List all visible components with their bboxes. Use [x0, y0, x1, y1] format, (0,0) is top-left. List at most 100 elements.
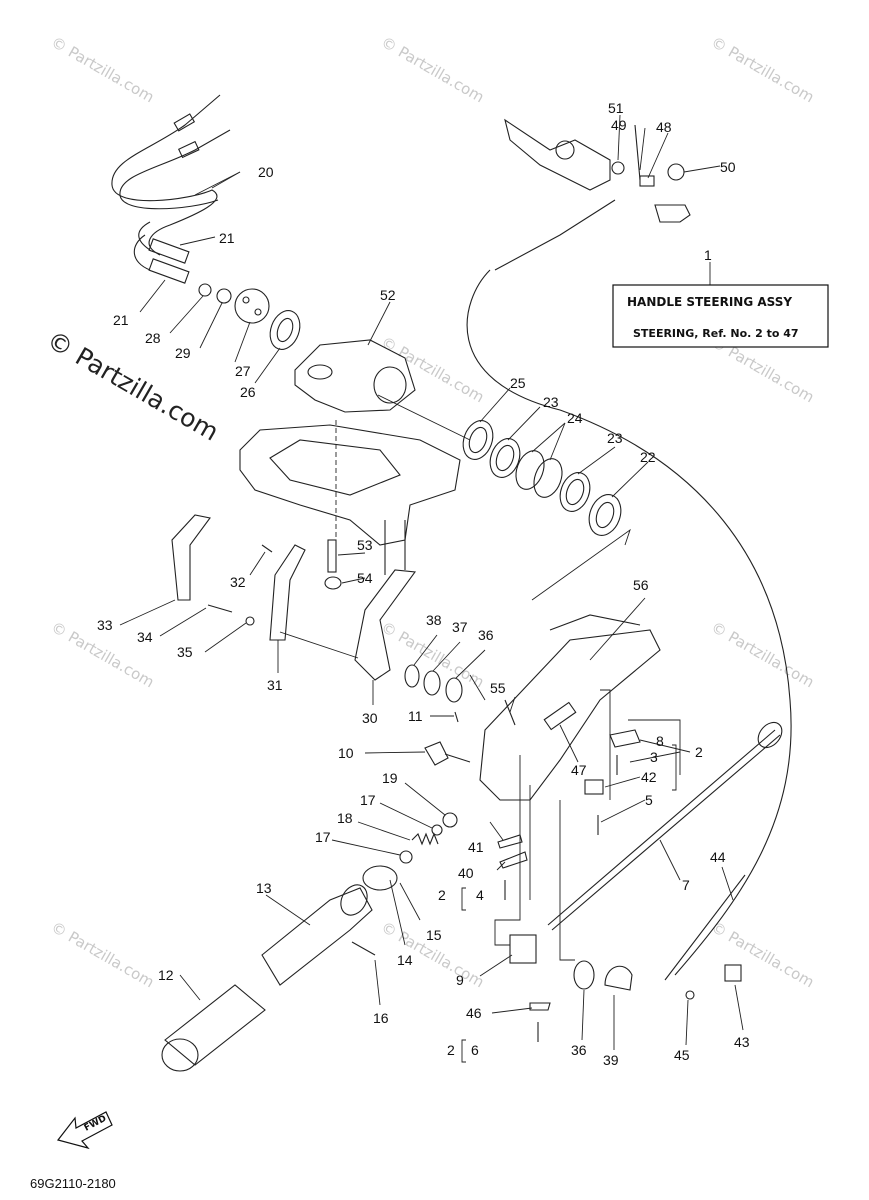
cable-7: [547, 729, 776, 926]
grommet-26-inner: [276, 317, 294, 343]
plate-46: [529, 1002, 551, 1011]
callout: 34: [137, 629, 153, 645]
callout: 21: [113, 312, 129, 328]
bolt-32: [261, 544, 273, 553]
washer-17: [431, 824, 443, 836]
label-box-subtitle: STEERING, Ref. No. 2 to 47: [633, 327, 799, 340]
callout: 27: [235, 363, 251, 379]
callout: 12: [158, 967, 174, 983]
watermark: © Partzilla.com: [48, 918, 157, 991]
callout: 25: [510, 375, 526, 391]
washer-29: [216, 288, 232, 304]
grommet-26: [269, 310, 301, 350]
callout: 14: [397, 952, 413, 968]
callout: 54: [357, 570, 373, 586]
washer-35: [245, 616, 255, 626]
watermark: © Partzilla.com: [708, 918, 817, 991]
callout: 50: [720, 159, 736, 175]
pin-11: [454, 711, 459, 723]
clip-48: [639, 175, 655, 187]
callout: 36: [571, 1042, 587, 1058]
callout: 26: [240, 384, 256, 400]
callout: 5: [645, 792, 653, 808]
assembly-label-box: HANDLE STEERING ASSY STEERING, Ref. No. …: [612, 284, 829, 348]
washer-37: [423, 670, 441, 696]
cable-7-end: [757, 721, 783, 749]
clip-43: [724, 964, 742, 982]
callout: 7: [682, 877, 690, 893]
nut-28: [198, 283, 212, 297]
callout: 47: [571, 762, 587, 778]
callout: 9: [456, 972, 464, 988]
grommet-plate-27: [234, 288, 270, 324]
washer-38: [404, 664, 420, 688]
callout: 40: [458, 865, 474, 881]
callout: 55: [490, 680, 506, 696]
pin-55: [504, 699, 516, 726]
link-pivot: [555, 140, 575, 160]
cotter-51: [634, 124, 641, 181]
callout: 2: [447, 1042, 455, 1058]
callout: 35: [177, 644, 193, 660]
shift-cable-long: [466, 269, 792, 976]
cable-loop: [133, 221, 151, 271]
watermark: © Partzilla.com: [708, 618, 817, 691]
plate-8: [609, 729, 641, 748]
callout: 23: [543, 394, 559, 410]
spring-18: [411, 832, 439, 846]
cable-7b: [551, 734, 781, 931]
washer-23b-inner: [565, 478, 585, 506]
screw-16: [351, 941, 376, 956]
callout: 36: [478, 627, 494, 643]
sleeve-end: [340, 884, 368, 916]
clamp-9: [509, 934, 537, 964]
watermark: © Partzilla.com: [48, 33, 157, 106]
callout: 42: [641, 769, 657, 785]
washer-23: [489, 438, 521, 478]
cable-44: [664, 874, 746, 981]
grip-12: [164, 984, 266, 1066]
callout: 13: [256, 880, 272, 896]
bracket-39: [604, 965, 633, 991]
shift-cable: [494, 199, 616, 271]
bushing-22: [588, 494, 622, 536]
washer-17b: [399, 850, 413, 864]
watermark-large: © Partzilla.com: [42, 325, 224, 447]
steering-handle-56: [479, 629, 661, 801]
nut-54: [324, 576, 342, 590]
washer-24: [533, 458, 563, 498]
washer-24: [515, 450, 545, 490]
callout: 29: [175, 345, 191, 361]
callout: 16: [373, 1010, 389, 1026]
watermark: © Partzilla.com: [378, 333, 487, 406]
callout: 1: [704, 247, 712, 263]
washer-25: [462, 420, 494, 460]
callout: 28: [145, 330, 161, 346]
washer-49: [611, 161, 625, 175]
callout: 44: [710, 849, 726, 865]
callout: 22: [640, 449, 656, 465]
nut-50: [667, 163, 685, 181]
clip-42: [584, 779, 604, 795]
washer-36b: [445, 677, 463, 703]
callout: 4: [476, 887, 484, 903]
label-box-title: HANDLE STEERING ASSY: [627, 295, 792, 309]
bracket-hole: [307, 364, 333, 380]
grip-end: [161, 1038, 199, 1072]
throttle-cable-20b: [119, 129, 231, 210]
callout: 2: [438, 887, 446, 903]
callout: 32: [230, 574, 246, 590]
part-drawings: [111, 94, 792, 1072]
plate-33: [171, 514, 211, 601]
washer-23b: [559, 472, 591, 512]
watermarks: © Partzilla.com © Partzilla.com © Partzi…: [42, 33, 817, 991]
callout: 17: [360, 792, 376, 808]
watermark: © Partzilla.com: [378, 618, 487, 691]
callout: 37: [452, 619, 468, 635]
callout: 41: [468, 839, 484, 855]
callout: 17: [315, 829, 331, 845]
cable-adjuster-21: [148, 258, 190, 284]
callout: 49: [611, 117, 627, 133]
cable-adjuster-21: [148, 238, 190, 264]
